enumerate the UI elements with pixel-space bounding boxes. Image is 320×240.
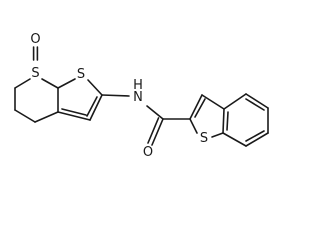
bond-c3-c3a [57, 111, 91, 121]
bond-c6-c7 [245, 132, 269, 147]
bond-s-c7 [14, 78, 31, 89]
bond-c6-c7-inner [245, 130, 265, 142]
bond-c3abt-c4 [223, 93, 247, 110]
atom-s-thiophene: S [77, 67, 85, 82]
bond-c2-n [101, 94, 130, 97]
bond-c5-c4 [34, 111, 59, 123]
atom-s-ring6: S [31, 66, 39, 81]
atom-o-sulfoxide: O [30, 32, 40, 47]
bond-c-o-1 [151, 118, 164, 146]
bond-c2bt-c3bt-inner [194, 98, 206, 118]
bond-c4-c5 [245, 93, 269, 109]
bond-s-c7a [41, 78, 59, 89]
bond-c7a-s1 [57, 78, 76, 89]
bond-s-c2bt [189, 118, 198, 134]
bond-c7-c7abt [222, 132, 247, 147]
bond-c3abt-c7abt [222, 108, 225, 134]
bond-c6-c5 [14, 109, 36, 123]
bond-c-o-2 [147, 117, 160, 144]
molecule-structure: O S S N H O S [14, 32, 269, 160]
atom-n-amide: N [133, 90, 143, 105]
bond-c2-c3-inner [86, 96, 98, 117]
atom-s-benzothiophene: S [200, 131, 208, 146]
bond-n-co [146, 105, 164, 120]
bond-c3bt-c3abt [201, 94, 225, 110]
bonds [14, 46, 269, 147]
atom-labels: O S S N H O S [30, 32, 208, 160]
bond-c3-c3a-inner [61, 108, 87, 116]
atom-h-amide: H [133, 78, 143, 93]
bond-c2bt-c3bt [189, 94, 203, 120]
bond-c4-c5-inner [245, 98, 265, 111]
bond-s1-c2 [87, 79, 103, 96]
bond-c7abt-s [211, 132, 224, 138]
bond-c3abt-c7abt-inner [226, 111, 229, 131]
bond-c2-c3 [89, 94, 103, 121]
atom-o-carbonyl: O [143, 145, 153, 160]
